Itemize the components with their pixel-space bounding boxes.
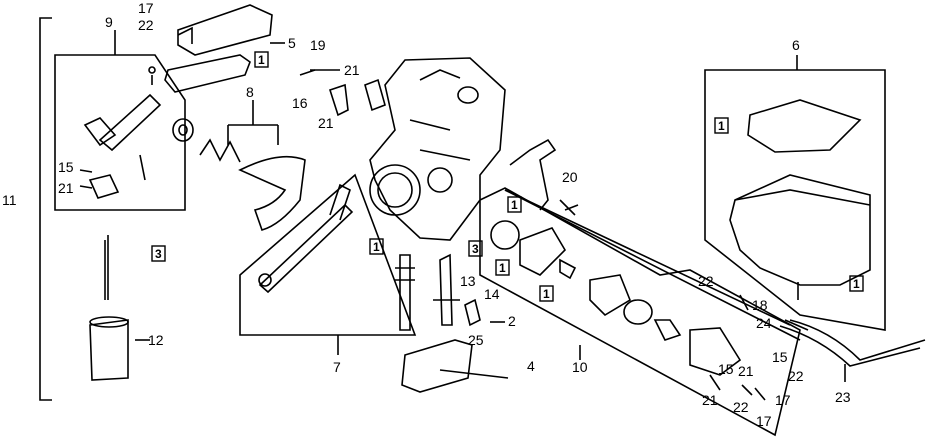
callout-22-right: 22 — [698, 273, 714, 289]
kit-ref-1-oring: 1 — [373, 240, 380, 254]
callout-12: 12 — [148, 332, 164, 348]
callout-17-top: 17 — [138, 0, 154, 16]
callout-18: 18 — [752, 297, 768, 313]
kit-ref-1-bowl: 1 — [853, 277, 860, 291]
callout-4: 4 — [527, 358, 535, 374]
callout-23: 23 — [835, 389, 851, 405]
kit-ref-3-jet: 3 — [472, 242, 479, 256]
kit-ref-3-needle: 3 — [155, 247, 162, 261]
callout-21-right-a: 21 — [738, 363, 754, 379]
kit-ref-1-pump: 1 — [511, 198, 518, 212]
callout-22-right-b: 22 — [788, 368, 804, 384]
callout-22-top: 22 — [138, 17, 154, 33]
callout-20: 20 — [562, 169, 578, 185]
callout-22-right-c: 22 — [733, 399, 749, 415]
kit-ref-1-gasket: 1 — [718, 119, 725, 133]
callout-17-right-a: 17 — [775, 392, 791, 408]
bracket-11 — [39, 17, 52, 401]
callout-11: 11 — [2, 192, 17, 208]
callout-16: 16 — [292, 95, 308, 111]
top-cover-part — [177, 4, 273, 56]
callout-21-right-b: 21 — [702, 392, 718, 408]
callout-21-top: 21 — [344, 62, 360, 78]
callout-13: 13 — [460, 273, 476, 289]
float-bowl — [729, 174, 871, 286]
callout-15-right-b: 15 — [718, 361, 734, 377]
callout-2: 2 — [508, 313, 516, 329]
kit-ref-1-pump-b: 1 — [499, 261, 506, 275]
kit-ref-1-pump-c: 1 — [543, 287, 550, 301]
callout-21-left: 21 — [58, 180, 74, 196]
callout-17-right-b: 17 — [756, 413, 772, 429]
callout-25: 25 — [468, 332, 484, 348]
callout-8: 8 — [246, 84, 254, 100]
vent-tube — [789, 319, 926, 361]
callout-9: 9 — [105, 14, 113, 30]
float-part — [401, 339, 473, 393]
callout-24: 24 — [756, 315, 772, 331]
carburetor-body — [369, 57, 506, 241]
callout-15-left: 15 — [58, 159, 74, 175]
callout-14: 14 — [484, 286, 500, 302]
callout-19: 19 — [310, 37, 326, 53]
callout-10: 10 — [572, 359, 588, 375]
callout-7: 7 — [333, 359, 341, 375]
callout-21-mid: 21 — [318, 115, 334, 131]
group-outline-7 — [239, 173, 417, 336]
callout-15-right-a: 15 — [772, 349, 788, 365]
group-outline-9 — [54, 54, 186, 211]
callout-6: 6 — [792, 37, 800, 53]
cylinder-part — [89, 319, 129, 381]
kit-ref-1-cover: 1 — [258, 53, 265, 67]
group-outline-6 — [704, 69, 886, 331]
callout-5: 5 — [288, 35, 296, 51]
